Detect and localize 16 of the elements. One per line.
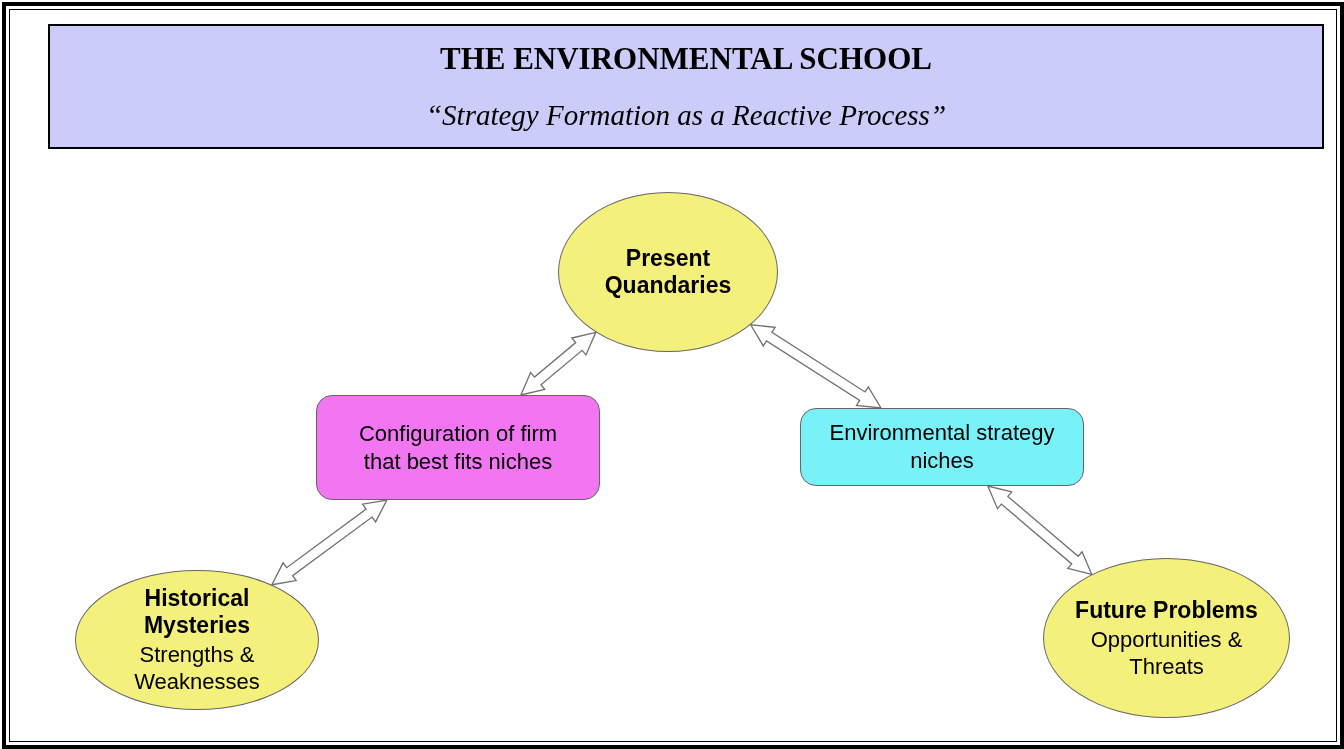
node-heading: Historical Mysteries [142,585,252,639]
subtitle-text: “Strategy Formation as a Reactive Process” [425,99,946,132]
node-text: Opportunities & Threats [1089,625,1244,680]
process-box [316,395,600,500]
double-arrow [519,331,597,396]
node-text: Configuration of firm that best fits niches [357,419,559,476]
title-text: THE ENVIRONMENTAL SCHOOL [439,41,933,77]
double-arrow [270,499,388,586]
node-heading: Present Quandaries [603,245,733,299]
double-arrow [986,485,1093,576]
title-band [48,24,1324,149]
node-text: Environmental strategy niches [828,419,1056,475]
process-box [800,408,1084,486]
node-heading: Future Problems [1075,596,1258,624]
double-arrow [749,324,883,409]
node-text: Strengths & Weaknesses [133,641,261,695]
